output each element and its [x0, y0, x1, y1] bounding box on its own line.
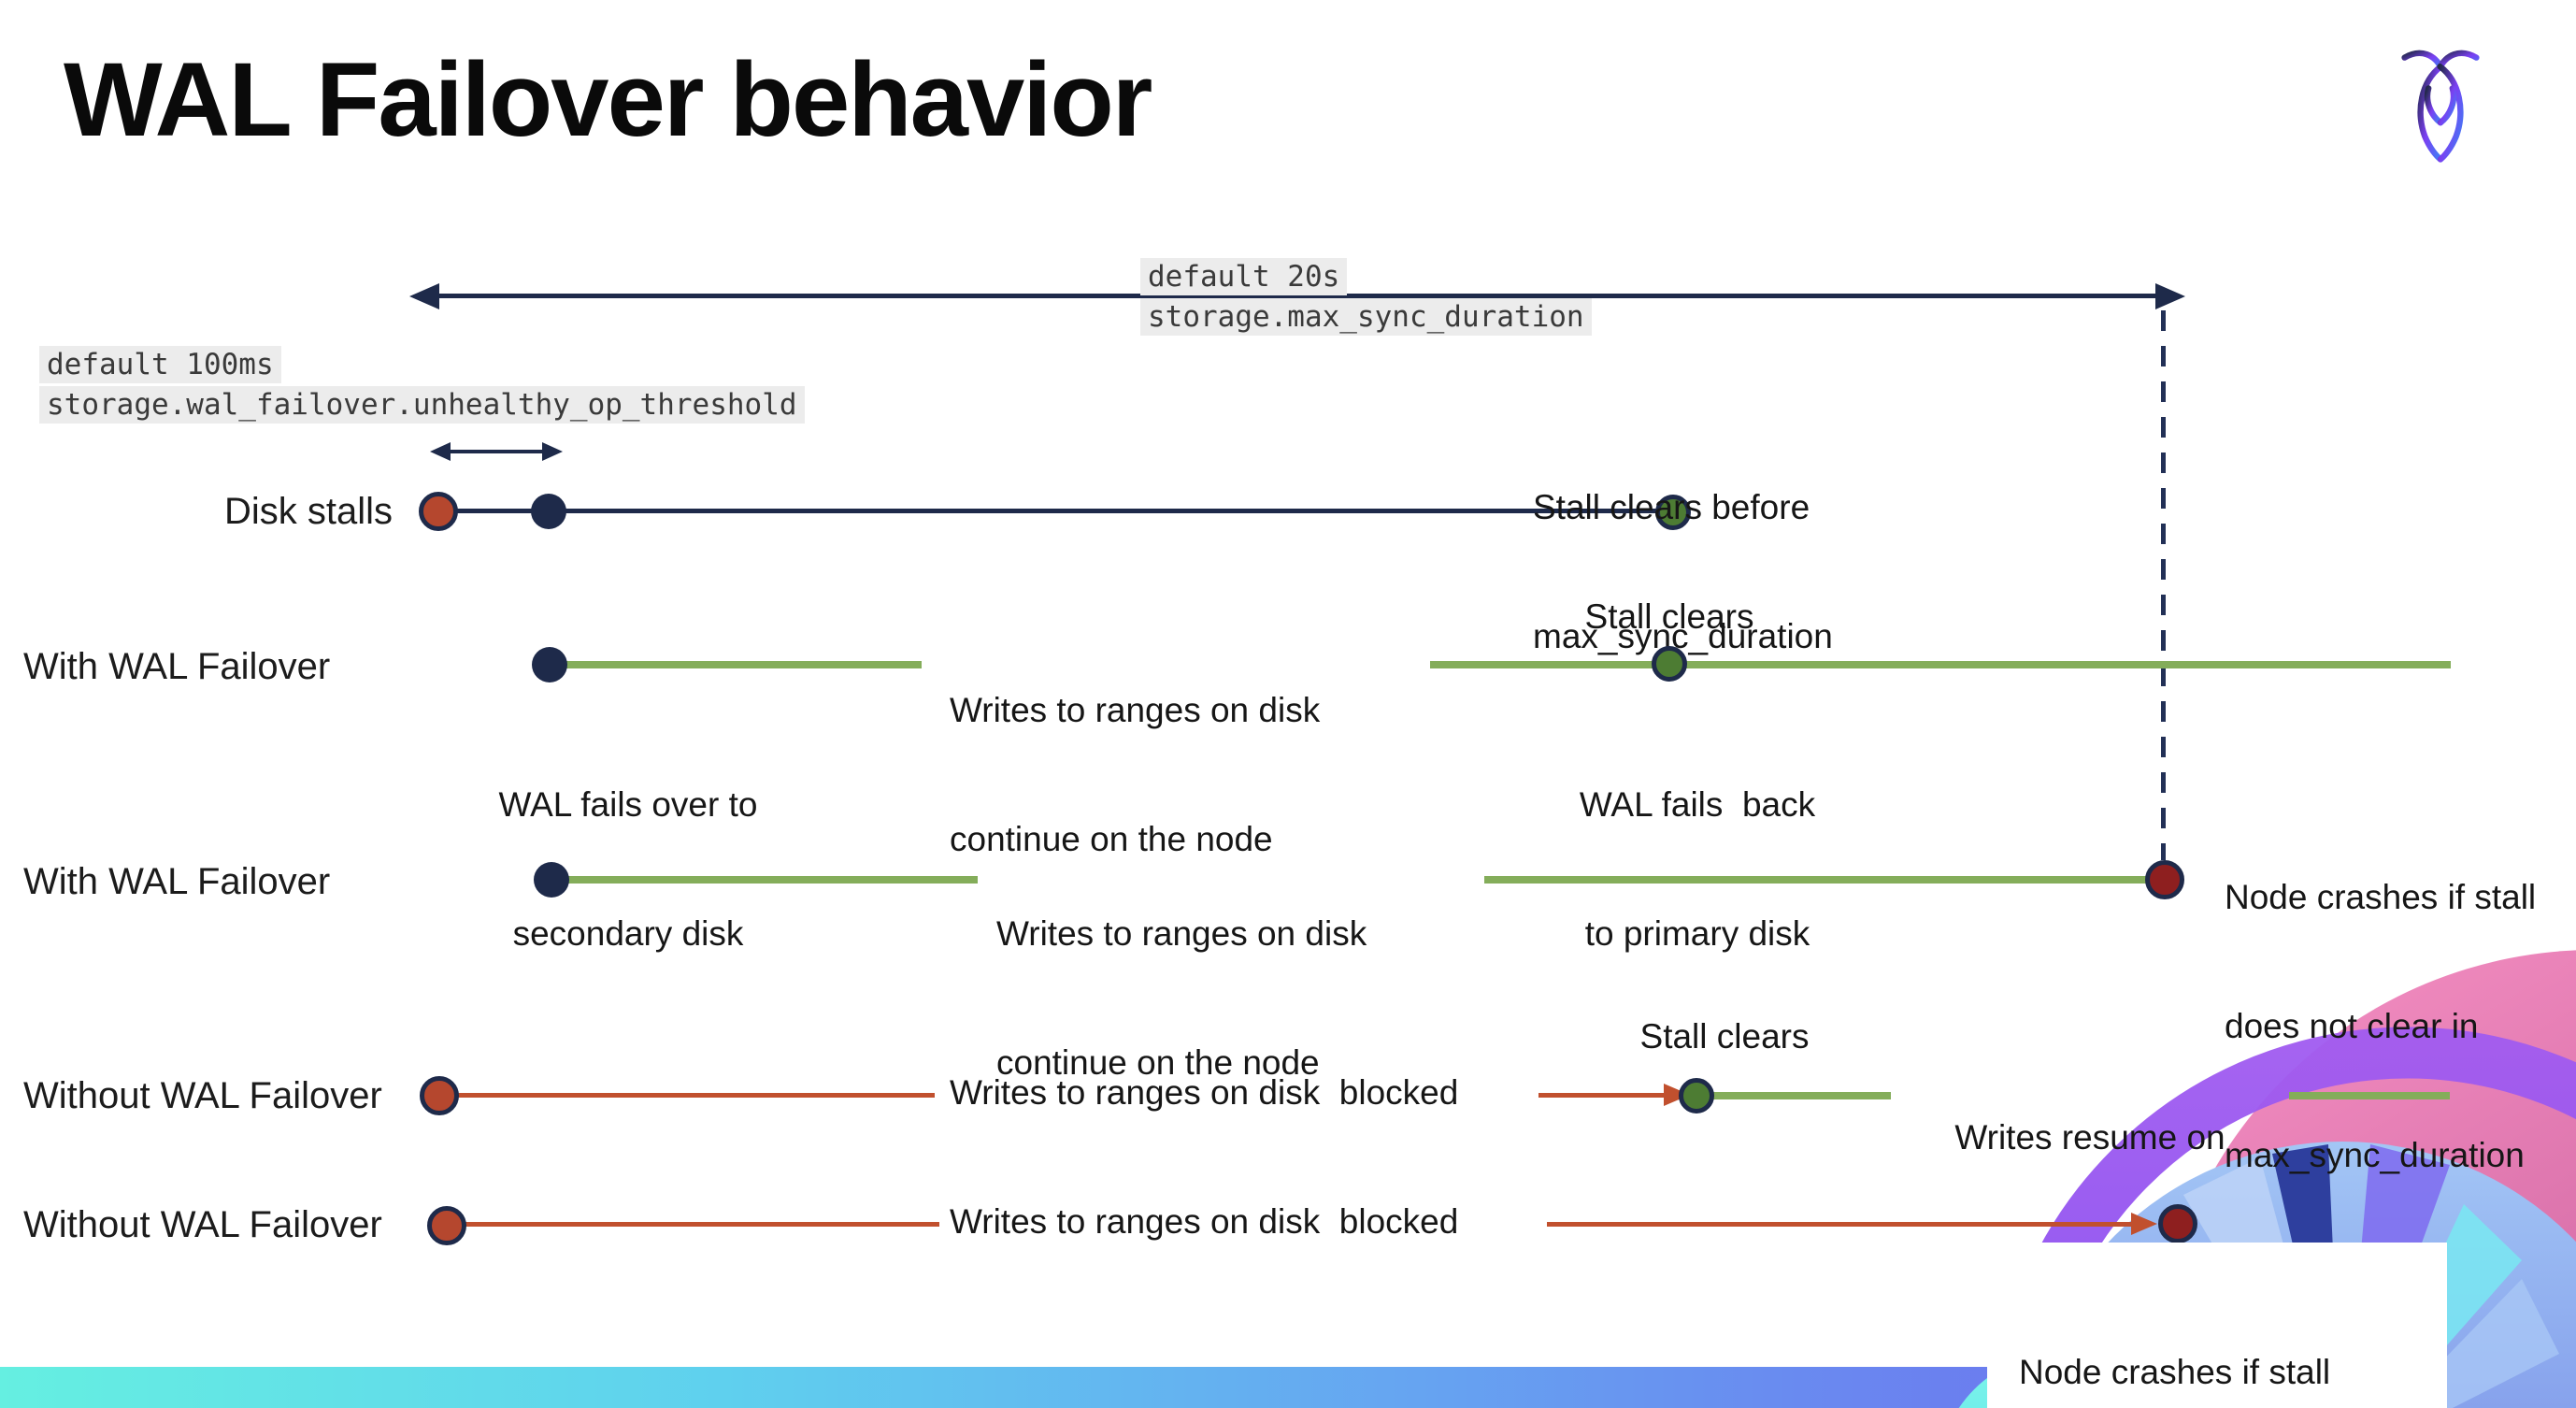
row-label-without-wal-failover-2: Without WAL Failover: [23, 1204, 382, 1245]
stall-clears-note-1: Stall clears: [1584, 597, 1754, 636]
disk-stalls-timeline: [438, 509, 1673, 513]
unhealthy-op-threshold-callout: default 100ms storage.wal_failover.unhea…: [39, 346, 805, 426]
stall-start-dot: [419, 492, 458, 531]
writes-blocked-note-1: Writes to ranges on disk blocked: [950, 1073, 1459, 1112]
max-sync-dashed-line: [2161, 310, 2166, 860]
max-sync-arrow-left-head: [409, 283, 439, 309]
node-crashes-note-box: Node crashes if stall does not clear in …: [1987, 1243, 2447, 1408]
stall-start-dot-3: [427, 1206, 466, 1245]
wal-fails-over-note: WAL fails over to secondary disk: [498, 785, 758, 953]
red-line-blocked-1a: [455, 1093, 935, 1098]
max-sync-duration-callout: default 20s storage.max_sync_duration: [1140, 258, 1592, 338]
page-title: WAL Failover behavior: [64, 41, 1152, 158]
node-crash-dot-1: [2145, 860, 2184, 899]
row-label-with-wal-failover-1: With WAL Failover: [23, 646, 331, 687]
red-arrow-head-2: [2131, 1213, 2157, 1235]
threshold-arrow-right-head: [542, 442, 563, 461]
max-sync-default-label: default 20s: [1140, 258, 1348, 295]
row-label-disk-stalls: Disk stalls: [223, 491, 393, 532]
stall-clears-dot-2: [1652, 646, 1687, 682]
threshold-arrow-line: [449, 450, 544, 453]
writes-blocked-note-2: Writes to ranges on disk blocked: [950, 1202, 1459, 1241]
green-line-resume-1b: [2289, 1092, 2450, 1099]
node-crash-dot-2: [2158, 1204, 2197, 1243]
writes-continue-note-2: Writes to ranges on disk continue on the…: [996, 914, 1367, 1082]
max-sync-setting-label: storage.max_sync_duration: [1140, 298, 1592, 336]
red-arrow-line-1: [1538, 1093, 1666, 1098]
writes-continue-note-1: Writes to ranges on disk continue on the…: [950, 691, 1321, 858]
stall-start-dot-2: [420, 1076, 459, 1115]
unhealthy-op-default-label: default 100ms: [39, 346, 281, 383]
unhealthy-op-setting-label: storage.wal_failover.unhealthy_op_thresh…: [39, 386, 805, 424]
green-line-resume-1a: [1713, 1092, 1891, 1099]
row-label-without-wal-failover-1: Without WAL Failover: [23, 1075, 382, 1116]
wal-fails-back-note: WAL fails back to primary disk: [1579, 785, 1816, 953]
stall-clears-dot: [1655, 495, 1691, 530]
cockroachdb-logo-icon: [2401, 50, 2480, 163]
node-crashes-note-1: Node crashes if stall does not clear in …: [2225, 878, 2537, 1174]
wal-failover-dot-1: [532, 647, 567, 682]
green-line-writes-1a: [563, 661, 922, 668]
stall-clears-dot-3: [1679, 1078, 1714, 1113]
green-line-writes-2a: [565, 876, 978, 884]
green-line-writes-1b: [1430, 661, 2451, 668]
row-label-with-wal-failover-2: With WAL Failover: [23, 861, 331, 902]
stall-clears-before-note: Stall clears before max_sync_duration: [1533, 488, 1833, 655]
node-crashes-note-2: Node crashes if stall does not clear in …: [2019, 1353, 2331, 1391]
green-line-writes-2b: [1484, 876, 2150, 884]
red-line-blocked-2a: [463, 1222, 939, 1227]
wal-failover-dot-2: [534, 862, 569, 898]
stall-clears-note-2: Stall clears: [1639, 1017, 1810, 1056]
max-sync-arrow-right-head: [2155, 283, 2185, 309]
threshold-arrow-left-head: [430, 442, 451, 461]
max-sync-arrow-line: [436, 294, 2157, 298]
failover-threshold-dot: [531, 494, 566, 529]
red-arrow-line-2: [1547, 1222, 2133, 1227]
